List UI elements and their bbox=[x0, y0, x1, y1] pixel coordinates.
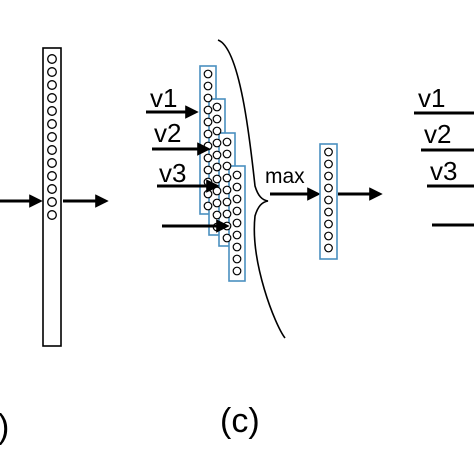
panel-c-col4-node-6 bbox=[232, 230, 242, 240]
panel-b-node-2 bbox=[47, 67, 57, 77]
panel-c-output-node-3 bbox=[324, 171, 333, 181]
panel-c-col3-node-3 bbox=[222, 161, 232, 171]
panel-b-label: ) bbox=[0, 408, 9, 446]
panel-c-col1-node-5 bbox=[203, 117, 213, 127]
panel-c-col3-node-6 bbox=[222, 197, 232, 207]
panel-c-col2-node-6 bbox=[212, 162, 222, 172]
panel-c-col2-node-2 bbox=[212, 114, 222, 124]
panel-b-node-7 bbox=[47, 132, 57, 142]
panel-c-col2-node-7 bbox=[212, 174, 222, 184]
panel-c-output-node-8 bbox=[324, 231, 333, 241]
panel-c-input-label-1: v1 bbox=[150, 83, 177, 113]
panel-b-node-10 bbox=[47, 171, 57, 181]
panel-b-node-12 bbox=[47, 197, 57, 207]
panel-c-col4-node-9 bbox=[232, 266, 242, 276]
panel-c-label: (c) bbox=[220, 402, 260, 440]
panel-c-col2-node-10 bbox=[212, 210, 222, 220]
panel-c-output-node-1 bbox=[324, 147, 333, 157]
panel-c-col2-node-1 bbox=[212, 102, 222, 112]
panel-c-col4-node-3 bbox=[232, 194, 242, 204]
panel-c-col3-node-4 bbox=[222, 173, 232, 183]
panel-c-output-node-2 bbox=[324, 159, 333, 169]
panel-c-col1-node-9 bbox=[203, 165, 213, 175]
panel-c-col1-node-3 bbox=[203, 93, 213, 103]
panel-c-output-node-4 bbox=[324, 183, 333, 193]
panel-c-output-node-6 bbox=[324, 207, 333, 217]
panel-b-node-11 bbox=[47, 184, 57, 194]
panel-c-col1-node-2 bbox=[203, 81, 213, 91]
panel-c-col4-node-8 bbox=[232, 254, 242, 264]
panel-c-col4-node-7 bbox=[232, 242, 242, 252]
panel-d: v1 v2 v3 bbox=[414, 83, 474, 227]
panel-c-col3-node-7 bbox=[222, 209, 232, 219]
panel-c-col2-node-4 bbox=[212, 138, 222, 148]
panel-c-col4-node-1 bbox=[232, 170, 242, 180]
panel-c-col3-node-1 bbox=[222, 137, 232, 147]
panel-c-col3-node-5 bbox=[222, 185, 232, 195]
panel-c-stacked-columns bbox=[199, 65, 246, 282]
panel-c: v1 v2 v3 max (c) bbox=[146, 39, 383, 440]
panel-c-output-node-9 bbox=[324, 243, 333, 253]
panel-b-node-6 bbox=[47, 119, 57, 129]
panel-c-col2-node-3 bbox=[212, 126, 222, 136]
panel-c-col1-node-11 bbox=[203, 189, 213, 199]
panel-c-brace bbox=[217, 39, 286, 339]
panel-b-node-1 bbox=[47, 54, 57, 64]
panel-c-output-nodes bbox=[324, 147, 333, 253]
panel-c-op-label: max bbox=[265, 165, 305, 188]
panel-b-node-13 bbox=[47, 210, 57, 220]
panel-c-col1-node-1 bbox=[203, 69, 213, 79]
panel-c-col4-node-4 bbox=[232, 206, 242, 216]
panel-b-node-3 bbox=[47, 80, 57, 90]
panel-c-col3-node-9 bbox=[222, 233, 232, 243]
panel-b-node-9 bbox=[47, 158, 57, 168]
panel-c-col2-node-8 bbox=[212, 186, 222, 196]
panel-b-column bbox=[42, 47, 62, 347]
panel-c-col1-node-8 bbox=[203, 153, 213, 163]
panel-c-col1-node-4 bbox=[203, 105, 213, 115]
panel-d-input-label-1: v1 bbox=[418, 83, 445, 113]
panel-c-col1-node-12 bbox=[203, 201, 213, 211]
panel-b-node-5 bbox=[47, 106, 57, 116]
panel-c-output-node-7 bbox=[324, 219, 333, 229]
panel-b-node-8 bbox=[47, 145, 57, 155]
panel-d-input-label-2: v2 bbox=[424, 119, 451, 149]
panel-c-input-label-2: v2 bbox=[154, 118, 181, 148]
panel-c-col4-node-2 bbox=[232, 182, 242, 192]
panel-c-col2-node-9 bbox=[212, 198, 222, 208]
panel-c-col4-node-5 bbox=[232, 218, 242, 228]
panel-c-col2-node-5 bbox=[212, 150, 222, 160]
panel-b-node-4 bbox=[47, 93, 57, 103]
panel-c-input-label-3: v3 bbox=[159, 158, 186, 188]
panel-b: ) bbox=[0, 47, 109, 446]
panel-c-col3-node-2 bbox=[222, 149, 232, 159]
panel-c-output-node-5 bbox=[324, 195, 333, 205]
panel-b-nodes bbox=[47, 54, 57, 220]
panel-c-col1-node-6 bbox=[203, 129, 213, 139]
panel-d-input-label-3: v3 bbox=[430, 156, 457, 186]
